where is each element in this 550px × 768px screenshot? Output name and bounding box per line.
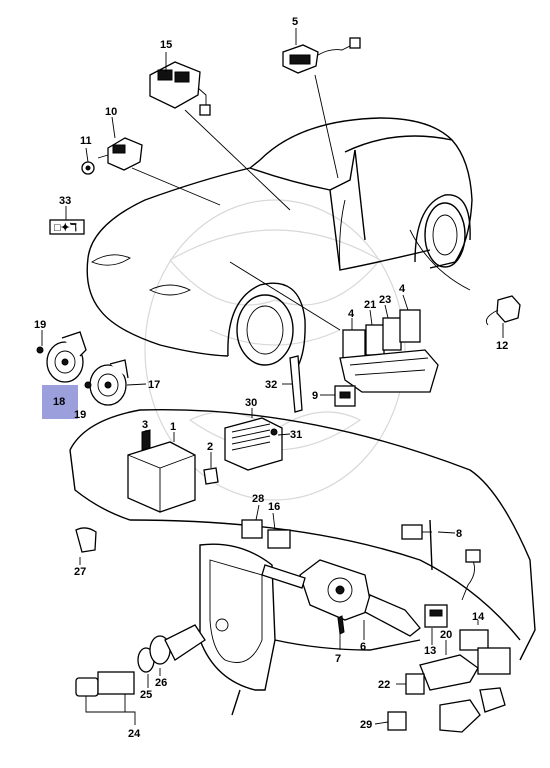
callout-2: 2 bbox=[207, 441, 213, 453]
connector-bottom-right bbox=[439, 687, 506, 733]
callout-13: 13 bbox=[424, 645, 436, 657]
callout-1: 1 bbox=[170, 421, 176, 433]
highlight-box bbox=[42, 385, 78, 419]
callout-11: 11 bbox=[80, 135, 92, 147]
part-28-connector bbox=[241, 519, 263, 539]
callout-31: 31 bbox=[290, 429, 302, 441]
part-19-bolts bbox=[36, 346, 92, 389]
callout-18: 18 bbox=[53, 396, 65, 408]
leader-lines bbox=[41, 28, 504, 725]
part-29-switch bbox=[387, 711, 407, 731]
callout-6: 6 bbox=[360, 641, 366, 653]
part-6-combination-switch bbox=[261, 559, 421, 637]
part-22-switch bbox=[405, 673, 425, 695]
callout-7: 7 bbox=[335, 653, 341, 665]
callout-23: 23 bbox=[379, 294, 391, 306]
callout-16: 16 bbox=[268, 501, 280, 513]
dashboard bbox=[69, 408, 536, 716]
part-1-control-box bbox=[127, 441, 196, 513]
part-31-screw bbox=[270, 428, 278, 436]
part-2-grommet bbox=[203, 467, 219, 485]
callout-12: 12 bbox=[496, 340, 508, 352]
part-9-relay bbox=[334, 385, 356, 407]
callout-33: 33 bbox=[59, 195, 71, 207]
part-33-plate: □✦ℸ bbox=[49, 219, 85, 235]
part-14-switch bbox=[459, 629, 489, 651]
part-16-connector bbox=[267, 529, 291, 549]
part-18-horn bbox=[46, 331, 87, 383]
callout-22: 22 bbox=[378, 679, 390, 691]
part-8-harness bbox=[401, 519, 481, 601]
svg-text:□✦ℸ: □✦ℸ bbox=[54, 222, 77, 234]
callout-21: 21 bbox=[364, 299, 376, 311]
callout-5: 5 bbox=[292, 16, 298, 28]
callout-19b: 19 bbox=[74, 409, 86, 421]
part-15-switch bbox=[149, 61, 211, 116]
part-7-screw bbox=[337, 615, 345, 635]
car-body bbox=[86, 117, 473, 367]
callout-25: 25 bbox=[140, 689, 152, 701]
callout-24: 24 bbox=[128, 728, 141, 740]
callout-17: 17 bbox=[148, 379, 160, 391]
part-17-horn bbox=[89, 359, 129, 406]
part-5-switch bbox=[282, 37, 361, 74]
callout-8: 8 bbox=[456, 528, 462, 540]
part-27-clip bbox=[75, 527, 97, 553]
part-20-bracket bbox=[419, 647, 511, 691]
relay-block bbox=[339, 309, 439, 393]
callout-9: 9 bbox=[312, 390, 318, 402]
callout-4: 4 bbox=[399, 283, 406, 295]
callout-14: 14 bbox=[472, 611, 485, 623]
part-10-switch bbox=[97, 137, 143, 171]
part-30-module bbox=[224, 417, 283, 471]
callout-20: 20 bbox=[440, 629, 452, 641]
part-12-sensor bbox=[485, 295, 521, 326]
callout-28: 28 bbox=[252, 493, 264, 505]
callout-19a: 19 bbox=[34, 319, 46, 331]
part-13-switch bbox=[424, 604, 448, 628]
callout-labels: 15 5 10 11 33 4 21 23 4 12 19 18 19 17 3… bbox=[34, 16, 508, 740]
callout-32: 32 bbox=[265, 379, 277, 391]
callout-3: 3 bbox=[142, 419, 148, 431]
callout-15: 15 bbox=[160, 39, 172, 51]
callout-29: 29 bbox=[360, 719, 372, 731]
part-24-26-socket bbox=[75, 624, 206, 697]
callout-27: 27 bbox=[74, 566, 86, 578]
callout-26: 26 bbox=[155, 677, 167, 689]
part-32-bracket bbox=[289, 355, 303, 413]
callout-30: 30 bbox=[245, 397, 257, 409]
callout-10: 10 bbox=[105, 106, 117, 118]
callout-4b: 4 bbox=[348, 308, 355, 320]
part-3-bolt bbox=[141, 429, 151, 451]
part-11-nut bbox=[81, 161, 95, 175]
